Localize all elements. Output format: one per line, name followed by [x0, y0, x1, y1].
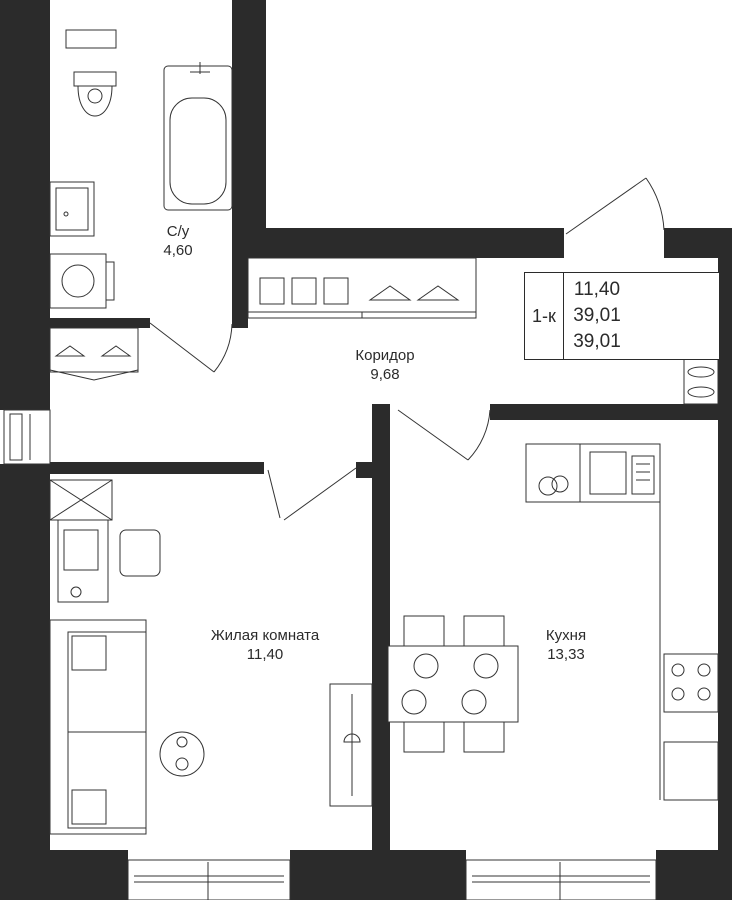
summary-value-2: 39,01 [573, 305, 621, 326]
apartment-type: 1-к [532, 306, 556, 326]
kitchen-vents [502, 420, 648, 434]
corridor-wardrobe [247, 257, 477, 319]
corridor-window [3, 409, 51, 465]
bathroom-label: С/у 4,60 [148, 222, 208, 260]
bathroom-area: 4,60 [163, 242, 193, 259]
corridor-label: Коридор 9,68 [330, 346, 440, 384]
desk [57, 519, 161, 603]
corridor-name: Коридор [355, 347, 415, 364]
kitchen-side-counter [659, 502, 719, 801]
living-room-name: Жилая комната [210, 627, 320, 644]
living-room-door [267, 467, 357, 521]
living-room-label: Жилая комната 11,40 [190, 626, 340, 664]
kitchen-counter [525, 443, 661, 503]
living-wardrobe [49, 479, 113, 521]
summary-divider [563, 273, 564, 359]
living-room-area: 11,40 [246, 646, 284, 663]
corridor-small-wardrobe [49, 327, 139, 381]
kitchen-label: Кухня 13,33 [526, 626, 606, 664]
sofa [49, 619, 147, 835]
kitchen-area: 13,33 [547, 646, 585, 663]
toilet [73, 71, 117, 117]
kitchen-door [397, 409, 491, 461]
bathtub [163, 62, 233, 211]
corridor-area: 9,68 [370, 366, 400, 383]
bathroom-door [149, 322, 233, 373]
apartment-summary: 1-к 11,40 39,01 39,01 [524, 272, 720, 360]
entrance-door [565, 177, 665, 235]
washbasin [49, 181, 95, 237]
summary-value-3: 39,01 [573, 331, 621, 352]
bathroom-name: С/у [166, 223, 190, 240]
dining-table [387, 615, 519, 753]
kitchen-name: Кухня [545, 627, 587, 644]
bottom-windows [127, 859, 657, 900]
summary-value-1: 11,40 [573, 279, 621, 300]
tv-stand [329, 683, 373, 807]
bathroom-vents [50, 29, 232, 49]
coffee-table [159, 731, 205, 777]
washing-machine [49, 253, 115, 309]
